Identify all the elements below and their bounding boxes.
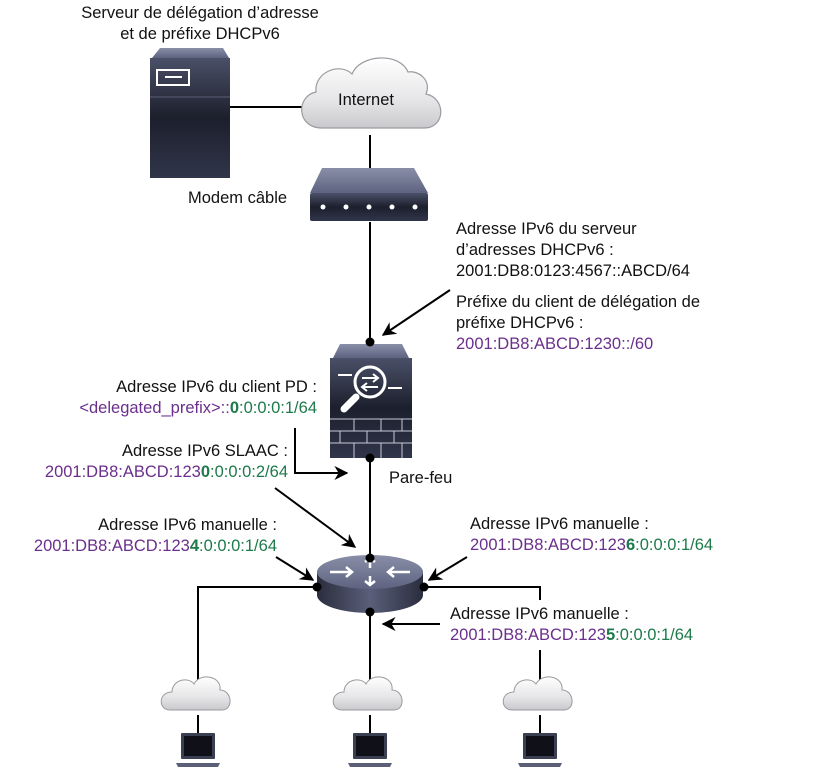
laptop-icon [348,733,392,767]
arrow-slaac [294,428,349,480]
server-address-annotation: Adresse IPv6 du serveur d’adresses DHCPv… [456,220,690,280]
connection-dots [312,337,429,617]
pd-client-annotation: Adresse IPv6 du client PD : <delegated_p… [79,378,317,417]
lan-cloud-icon [332,676,403,711]
arrow-pd-prefix [381,289,451,336]
arrow-manual-right [427,556,468,581]
arrow-manual-left-1 [274,487,357,548]
firewall-label: Pare-feu [389,469,453,487]
links [197,106,541,733]
server-label: Serveur de délégation d’adresse et de pr… [81,4,319,43]
internet-label: Internet [338,91,394,109]
manual-left-annotation: Adresse IPv6 manuelle : 2001:DB8:ABCD:12… [33,516,277,555]
server-icon [150,48,230,178]
slaac-annotation: Adresse IPv6 SLAAC : 2001:DB8:ABCD:1230:… [44,442,288,481]
lan-2 [332,676,403,767]
modem-label: Modem câble [188,189,288,207]
link-router-lan3 [424,586,541,600]
modem-icon [310,168,428,221]
pd-prefix-annotation: Préfixe du client de délégation de préfi… [456,293,701,353]
manual-right-annotation: Adresse IPv6 manuelle : 2001:DB8:ABCD:12… [470,515,714,554]
laptop-icon [176,733,220,767]
lan-cloud-icon [502,676,573,711]
link-router-lan1 [197,586,317,685]
firewall-icon [330,344,412,458]
manual-bottom-annotation: Adresse IPv6 manuelle : 2001:DB8:ABCD:12… [450,605,694,644]
lan-3 [502,676,573,767]
pointer-arrows [274,289,468,631]
arrow-manual-left [275,556,315,581]
lan-1 [160,676,231,767]
lan-cloud-icon [160,676,231,711]
internet-cloud-icon [301,57,442,129]
laptop-icon [518,733,562,767]
router-icon [317,555,423,613]
